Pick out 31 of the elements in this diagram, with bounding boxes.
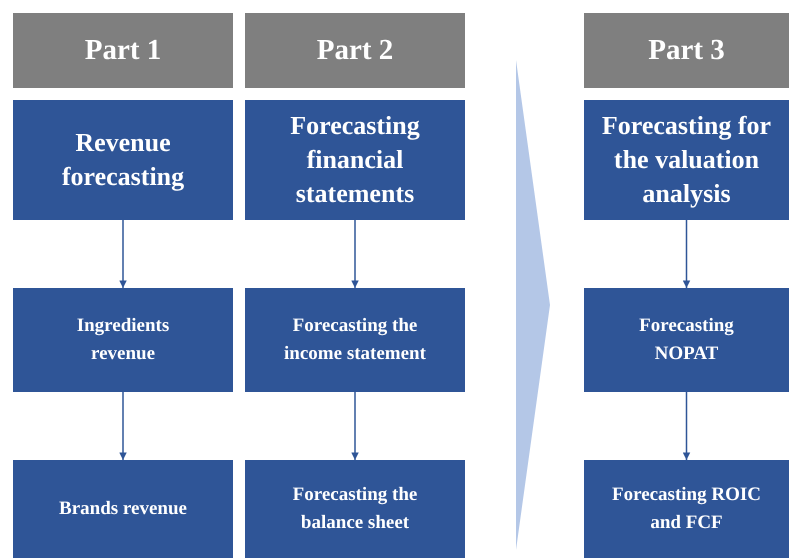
step-box	[584, 460, 789, 558]
step-box	[13, 100, 233, 220]
step-box	[584, 100, 789, 220]
box-label: Forecasting NOPAT	[638, 314, 735, 366]
step-box	[245, 100, 465, 220]
arrow	[351, 220, 359, 288]
step-box	[245, 460, 465, 558]
step-box	[245, 288, 465, 392]
part-header	[584, 13, 789, 88]
box-label: Revenue forecasting	[60, 127, 186, 193]
step-box	[584, 288, 789, 392]
chevron-shape	[516, 60, 550, 550]
arrow	[119, 392, 127, 460]
step-box	[13, 460, 233, 558]
part-header	[13, 13, 233, 88]
box-label: Forecasting ROIC and FCF	[612, 483, 762, 535]
box-label: Part 3	[648, 33, 725, 68]
box-label: Part 1	[84, 33, 162, 68]
box-label: Forecasting financial statements	[289, 110, 421, 210]
arrow	[119, 220, 127, 288]
step-box	[13, 288, 233, 392]
box-label: Forecasting the income statement	[283, 314, 427, 366]
box-label: Brands revenue	[59, 497, 187, 522]
box-label: Forecasting for the valuation analysis	[600, 110, 772, 210]
arrow	[682, 220, 690, 288]
arrow	[682, 392, 690, 460]
part-header	[245, 13, 465, 88]
box-label: Part 2	[316, 33, 394, 68]
box-label: Forecasting the balance sheet	[292, 483, 418, 535]
arrow	[351, 392, 359, 460]
box-label: Ingredients revenue	[76, 314, 170, 366]
